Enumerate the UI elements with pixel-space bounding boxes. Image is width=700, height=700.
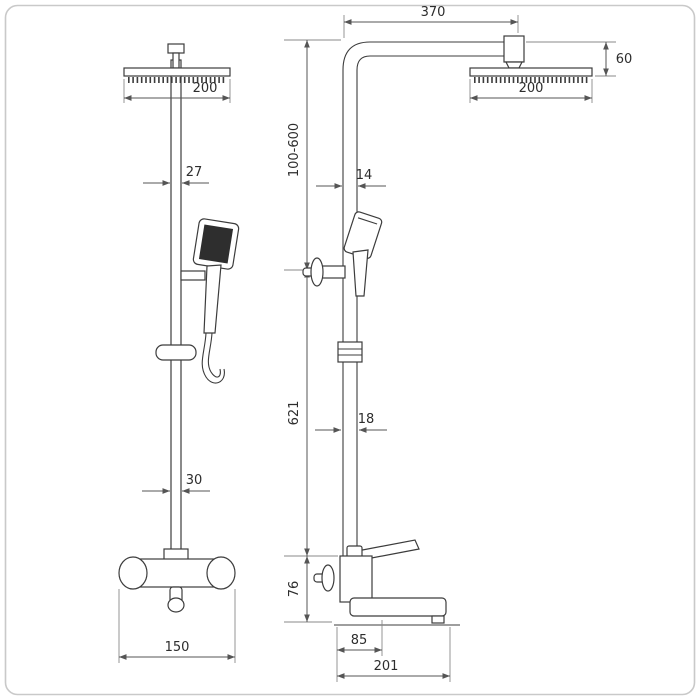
side-overhead-shower	[469, 67, 593, 77]
side-diverter-knob	[321, 564, 335, 592]
side-hand-shower	[302, 211, 383, 297]
dim-side-arm-reach: 370	[343, 5, 519, 38]
dim-label-side-head-height: 60	[616, 52, 633, 67]
dim-label-side-adjust-range: 100-600	[287, 123, 302, 177]
side-holder-arm	[319, 265, 346, 279]
front-hose-outer	[201, 332, 225, 384]
dim-front-mixer-width: 150	[118, 589, 236, 663]
side-mixer-body	[339, 555, 373, 603]
side-hand-shower-face-line	[357, 217, 378, 225]
dim-front-riser-lower-width: 30	[142, 473, 210, 494]
dim-front-riser-width: 27	[143, 165, 209, 186]
front-mixer-handle-knob	[167, 597, 185, 613]
side-tub-spout	[349, 597, 447, 617]
dim-label-side-head-depth: 200	[519, 81, 544, 96]
dim-label-side-pipe-lower: 18	[358, 412, 375, 427]
front-top-fitting	[167, 43, 185, 54]
dim-side-spout-reach: 201	[337, 627, 451, 682]
dim-label-side-riser-height: 621	[287, 401, 302, 426]
front-holder-arm	[180, 270, 206, 281]
front-riser-pipe	[170, 59, 182, 557]
dim-label-front-riser-width: 27	[186, 165, 203, 180]
side-hand-shower-handle	[352, 249, 369, 297]
front-hose-inner	[207, 332, 221, 378]
side-riser-inner	[356, 55, 506, 556]
front-view: 200 27 30	[118, 43, 240, 663]
side-pipe-union	[337, 341, 363, 363]
dim-side-head-height: 60	[526, 41, 633, 77]
front-slider-collar	[155, 344, 197, 361]
dim-label-side-mixer-height: 76	[287, 581, 302, 598]
side-holder-knob	[310, 257, 324, 287]
dim-label-side-arm-reach: 370	[421, 5, 446, 20]
side-mixer	[313, 539, 460, 626]
front-hand-shower-handle	[203, 264, 222, 334]
front-mixer-left-cap	[118, 556, 148, 590]
dim-label-side-spout-reach: 201	[374, 659, 399, 674]
dim-side-spout-offset: 85	[336, 620, 383, 682]
side-arm-fitting	[503, 35, 525, 63]
side-view: 370 60 200 100-600 621 76	[284, 5, 632, 682]
front-hand-shower	[155, 218, 240, 384]
dim-side-pipe-upper: 14	[316, 168, 386, 189]
front-hand-shower-face	[198, 224, 234, 264]
side-riser-outer	[342, 41, 506, 556]
front-top-stem	[172, 52, 180, 69]
front-mixer-valve	[118, 548, 236, 613]
page-border	[4, 4, 696, 696]
front-mixer-right-cap	[206, 556, 236, 590]
dim-side-vertical-chain: 100-600 621 76	[284, 39, 341, 623]
side-spout-outlet	[431, 615, 445, 624]
dim-front-head-width: 200	[123, 79, 231, 103]
front-mixer-neck	[163, 548, 189, 561]
dim-side-pipe-lower: 18	[315, 412, 387, 433]
side-union-body	[337, 341, 363, 363]
front-overhead-shower	[123, 67, 231, 77]
dim-label-front-mixer-width: 150	[165, 640, 190, 655]
dim-side-head-depth: 200	[469, 79, 593, 103]
dim-label-side-pipe-upper: 14	[356, 168, 373, 183]
dim-label-front-riser-lower-width: 30	[186, 473, 203, 488]
dim-label-side-spout-offset: 85	[351, 633, 368, 648]
side-head-joint	[505, 61, 523, 69]
dim-label-front-head-width: 200	[193, 81, 218, 96]
